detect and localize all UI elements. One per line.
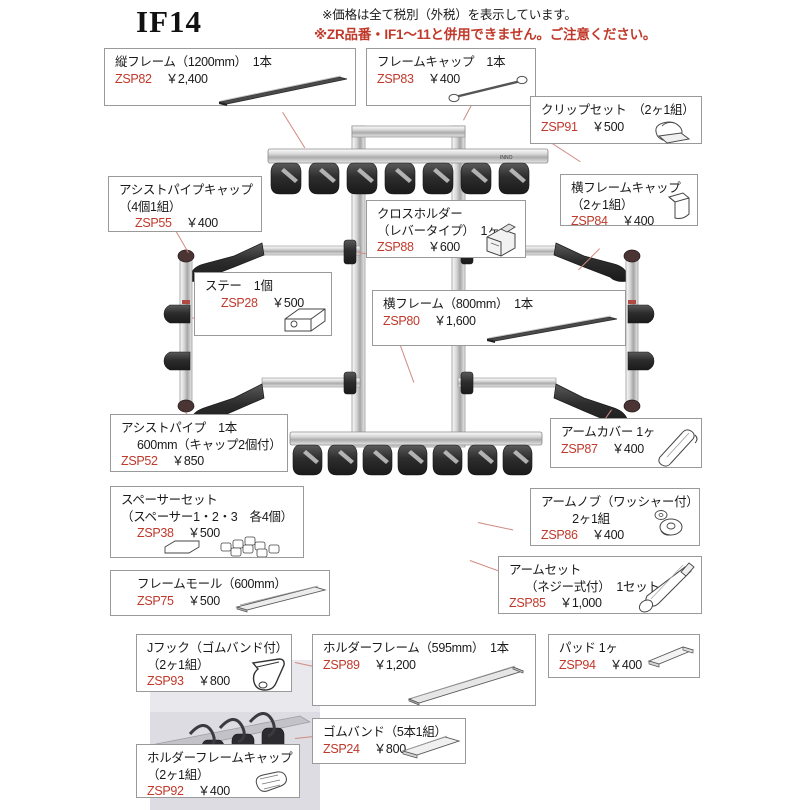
part-code: ZSP52 (121, 454, 158, 468)
part-name-2: 2ヶ1組 (572, 511, 610, 526)
callout-rubber-band[interactable]: ゴムバンド（5本1組） ZSP24 ￥800 (312, 718, 466, 764)
part-name: ホルダーフレームキャップ (147, 751, 293, 765)
callout-assist-pipe[interactable]: アシストパイプ 1本 600mm（キャップ2個付） ZSP52 ￥850 (110, 414, 288, 472)
callout-j-hook[interactable]: Jフック（ゴムバンド付） （2ヶ1組） ZSP93 ￥800 (136, 634, 292, 692)
part-code: ZSP55 (135, 216, 172, 230)
compatibility-warning: ※ZR品番・IF1～11と併用できません。ご注意ください。 (314, 27, 657, 42)
part-code: ZSP92 (147, 784, 184, 798)
callout-arm-cover[interactable]: アームカバー 1ヶ ZSP87 ￥400 (550, 418, 702, 468)
part-name: アシストパイプキャップ (119, 183, 253, 197)
callout-arm-knob[interactable]: アームノブ（ワッシャー付） 2ヶ1組 ZSP86 ￥400 (530, 488, 700, 546)
part-code: ZSP88 (377, 240, 414, 254)
part-code: ZSP24 (323, 741, 360, 756)
part-name-2: （2ヶ1組） (147, 657, 210, 672)
part-price: ￥600 (427, 240, 460, 254)
part-price: ￥1,000 (559, 596, 602, 610)
part-name: 縦フレーム（1200mm） 1本 (115, 55, 272, 69)
part-price: ￥400 (427, 71, 460, 86)
part-name: フレームキャップ 1本 (377, 55, 506, 69)
part-name: ホルダーフレーム（595mm） 1本 (323, 641, 509, 655)
callout-stay[interactable]: ステー 1個 ZSP28 ￥500 (194, 272, 332, 336)
part-price: ￥850 (171, 454, 204, 468)
part-name: ゴムバンド（5本1組） (323, 725, 447, 739)
part-price: ￥1,600 (433, 313, 476, 328)
part-name-2: （2ヶ1組） (571, 197, 634, 212)
part-name: フレームモール（600mm） (137, 577, 287, 591)
part-name: アームカバー 1ヶ (561, 425, 656, 439)
part-price: ￥2,400 (165, 71, 208, 86)
part-name-2: 600mm（キャップ2個付） (137, 437, 282, 452)
part-name-2: （ネジー式付） 1セット (525, 579, 660, 594)
callout-assist-pipe-cap[interactable]: アシストパイプキャップ （4個1組） ZSP55 ￥400 (108, 176, 262, 232)
part-price: ￥400 (611, 441, 644, 456)
part-name: 横フレームキャップ (571, 181, 681, 195)
callout-holder-frame[interactable]: ホルダーフレーム（595mm） 1本 ZSP89 ￥1,200 (312, 634, 536, 706)
part-name: 横フレーム（800mm） 1本 (383, 297, 534, 311)
part-price: ￥400 (621, 214, 654, 228)
part-price: ￥500 (591, 119, 624, 134)
tax-note: ※価格は全て税別（外税）を表示しています。 (322, 8, 577, 22)
callout-arm-set[interactable]: アームセット （ネジー式付） 1セット ZSP85 ￥1,000 (498, 556, 702, 614)
part-price: ￥500 (187, 593, 220, 608)
part-code: ZSP91 (541, 119, 578, 134)
part-price: ￥500 (271, 295, 304, 310)
part-price: ￥500 (187, 526, 220, 540)
callout-side-frame-cap[interactable]: 横フレームキャップ （2ヶ1組） ZSP84 ￥400 (560, 174, 698, 228)
part-name: スペーサーセット (121, 493, 218, 507)
part-price: ￥1,200 (373, 657, 416, 672)
callout-frame-cap[interactable]: フレームキャップ 1本 ZSP83 ￥400 (366, 48, 536, 106)
callout-cross-holder[interactable]: クロスホルダー （レバータイプ） 1ヶ ZSP88 ￥600 (366, 200, 526, 258)
part-name-2: （2ヶ1組） (147, 767, 210, 782)
part-code: ZSP83 (377, 71, 414, 86)
page-title: IF14 (136, 4, 202, 39)
part-price: ￥400 (591, 528, 624, 542)
callout-holder-frame-cap[interactable]: ホルダーフレームキャップ （2ヶ1組） ZSP92 ￥400 (136, 744, 300, 798)
callout-pad[interactable]: パッド 1ヶ ZSP94 ￥400 (548, 634, 700, 678)
part-code: ZSP80 (383, 313, 420, 328)
part-name: ステー 1個 (205, 279, 273, 293)
callout-spacer-set[interactable]: スペーサーセット （スペーサー1・2・3 各4個） ZSP38 ￥500 (110, 486, 304, 558)
part-code: ZSP86 (541, 528, 578, 542)
callout-frame-mall[interactable]: フレームモール（600mm） ZSP75 ￥500 (110, 570, 330, 616)
callout-clip-set[interactable]: クリップセット （2ヶ1組） ZSP91 ￥500 (530, 96, 702, 144)
part-code: ZSP89 (323, 657, 360, 672)
part-name: アームセット (509, 563, 582, 577)
part-price: ￥400 (185, 216, 218, 230)
part-code: ZSP38 (137, 526, 174, 540)
part-code: ZSP75 (137, 593, 174, 608)
part-code: ZSP94 (559, 657, 596, 672)
part-code: ZSP28 (221, 295, 258, 310)
part-name: パッド 1ヶ (559, 641, 618, 655)
part-price: ￥400 (197, 784, 230, 798)
svg-text:INNO: INNO (500, 155, 513, 161)
part-name-2: （レバータイプ） 1ヶ (377, 223, 500, 238)
part-code: ZSP87 (561, 441, 598, 456)
part-name-2: （4個1組） (119, 199, 182, 214)
part-name: Jフック（ゴムバンド付） (147, 641, 288, 655)
part-name: クリップセット （2ヶ1組） (541, 103, 695, 117)
part-code: ZSP84 (571, 214, 608, 228)
part-price: ￥800 (373, 741, 406, 756)
part-code: ZSP82 (115, 71, 152, 86)
part-name: アームノブ（ワッシャー付） (541, 495, 699, 509)
part-price: ￥400 (609, 657, 642, 672)
callout-side-frame[interactable]: 横フレーム（800mm） 1本 ZSP80 ￥1,600 (372, 290, 626, 346)
part-price: ￥800 (197, 674, 230, 688)
part-code: ZSP85 (509, 596, 546, 610)
part-name: アシストパイプ 1本 (121, 421, 237, 435)
part-name-2: （スペーサー1・2・3 各4個） (121, 509, 293, 524)
callout-vertical-frame[interactable]: 縦フレーム（1200mm） 1本 ZSP82 ￥2,400 (104, 48, 356, 106)
part-name: クロスホルダー (377, 207, 463, 221)
part-code: ZSP93 (147, 674, 184, 688)
